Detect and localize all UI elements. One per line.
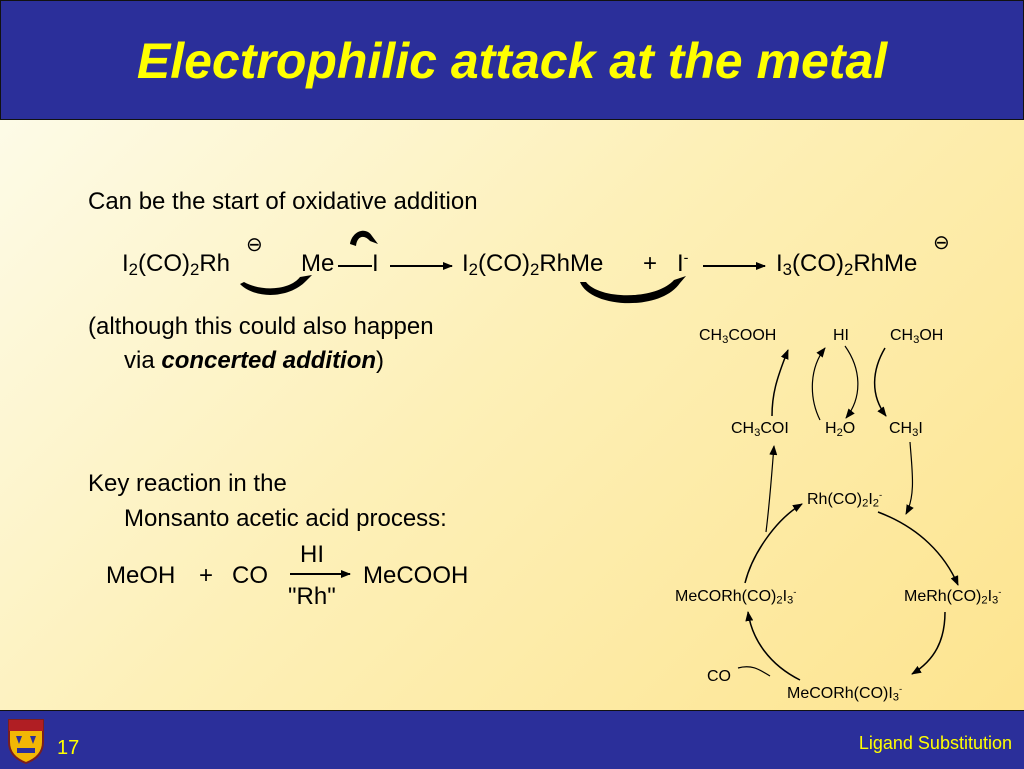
cycle-arrow-hi-in [844, 345, 859, 419]
footer-bar [0, 710, 1024, 769]
reactant-metal: I2(CO)2Rh [122, 250, 231, 280]
cycle-ch3cooh: CH3COOH [699, 327, 777, 346]
carbon-monoxide: CO [232, 562, 268, 589]
cycle-acyl-intermediate: MeCORh(CO)I3- [787, 684, 903, 704]
cycle-arrow-co-addition [745, 611, 801, 681]
cycle-ch3coi: CH3COI [731, 420, 789, 439]
curly-arrow-bond-to-i [350, 230, 378, 246]
cycle-arrow-migratory-insertion [911, 611, 946, 675]
curly-arrow-iodide-to-rh [580, 276, 686, 304]
cycle-h2o: H2O [825, 420, 856, 439]
cycle-arrow-reductive-elimination [744, 503, 803, 584]
cycle-arrow-co-in [737, 666, 771, 677]
charge-symbol-2: ⊖ [933, 232, 950, 254]
cycle-arrow-water-in [811, 347, 826, 421]
cycle-arrow-oxidative-addition [877, 511, 959, 586]
intermediate-complex: I2(CO)2RhMe [462, 250, 604, 280]
university-crest-icon [8, 719, 44, 764]
footer-course-title: Ligand Substitution [858, 733, 1012, 753]
methanol: MeOH [106, 562, 176, 589]
methyl-group: Me [301, 250, 335, 277]
cycle-co: CO [707, 668, 731, 685]
header-bar [0, 0, 1024, 120]
acetic-acid: MeCOOH [363, 562, 469, 589]
cycle-arrow-hydrolysis [771, 349, 789, 417]
iodide-ion: I- [677, 250, 689, 277]
product-complex: I3(CO)2RhMe [776, 250, 918, 280]
cycle-arrow-iodination [873, 347, 887, 417]
note-line-1: (although this could also happen [88, 313, 434, 340]
charge-symbol-1: ⊖ [246, 234, 263, 256]
slide-title: Electrophilic attack at the metal [136, 33, 888, 89]
concerted-addition-emphasis: concerted addition [161, 347, 377, 374]
slide-number: 17 [57, 737, 80, 759]
cycle-acyl-complex: MeCORh(CO)2I3- [675, 587, 797, 607]
curly-arrow-rh-to-me [240, 275, 312, 295]
cycle-ch3i: CH3I [889, 420, 923, 439]
cycle-arrow-acetyl-iodide-out [765, 445, 778, 533]
cycle-arrow-mei-in [905, 441, 914, 515]
reagent-hi: HI [300, 541, 324, 568]
cycle-methyl-complex: MeRh(CO)2I3- [904, 587, 1002, 607]
cycle-ch3oh: CH3OH [890, 327, 944, 346]
intro-text: Can be the start of oxidative addition [88, 188, 478, 215]
eq-plus-sign: + [199, 562, 214, 589]
plus-sign: + [643, 250, 658, 277]
key-reaction-line-1: Key reaction in the [88, 470, 287, 497]
cycle-rh-catalyst: Rh(CO)2I2- [807, 490, 883, 510]
cycle-hi: HI [833, 327, 849, 344]
iodide-atom: I [372, 250, 379, 277]
catalyst-rh: "Rh" [288, 583, 336, 610]
note-line-2: via concerted addition) [124, 347, 385, 374]
key-reaction-line-2: Monsanto acetic acid process: [124, 505, 447, 532]
